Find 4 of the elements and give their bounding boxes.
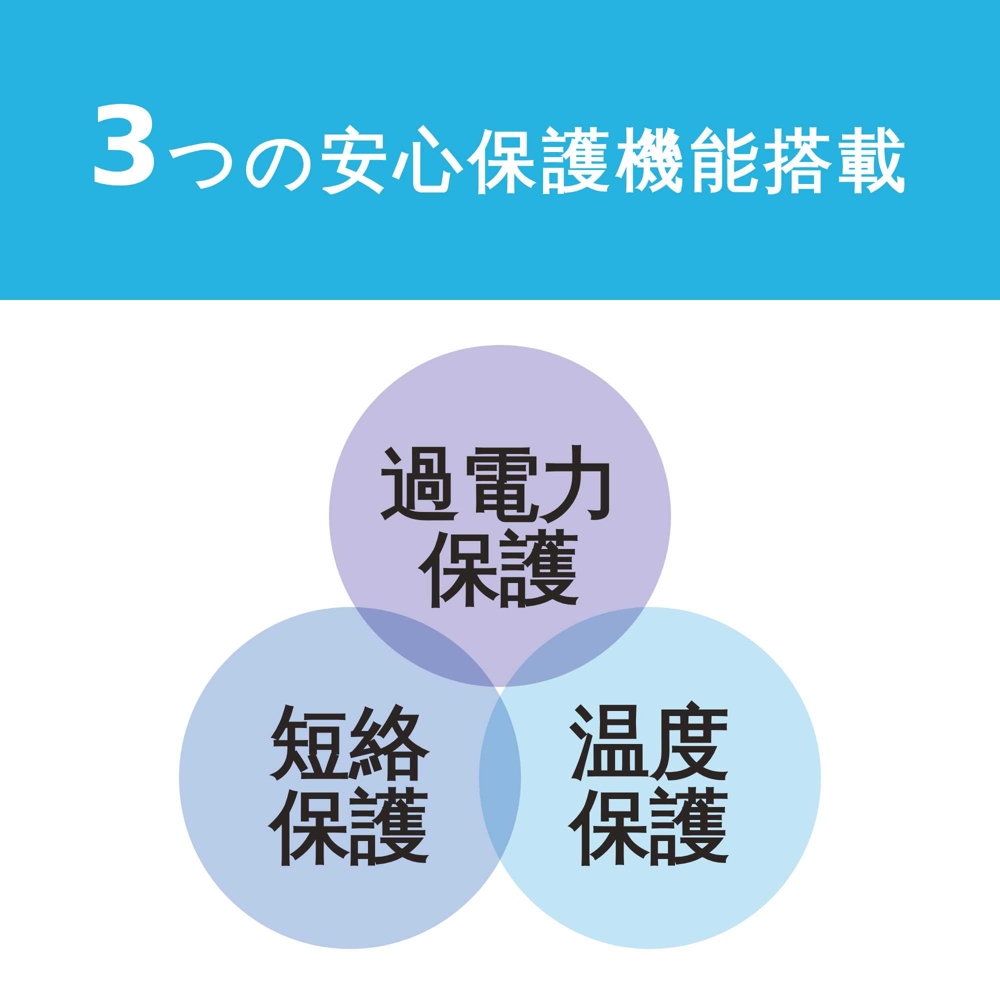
circle-label: 短絡保護 <box>270 701 430 869</box>
circle-label: 過電力保護 <box>380 443 620 611</box>
title: 3つの安心保護機能搭載 <box>86 88 914 212</box>
circle-label: 温度保護 <box>570 701 730 869</box>
